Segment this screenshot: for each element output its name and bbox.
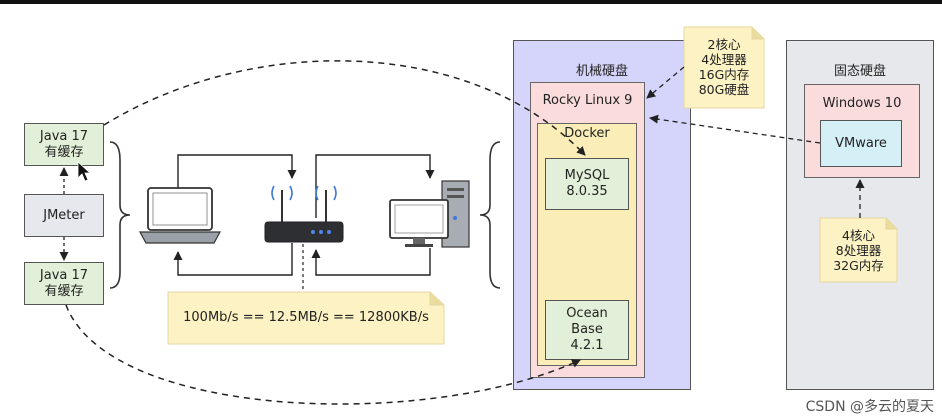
dashed-arc-bottom [65,304,581,405]
vmware-to-rocky [649,114,821,144]
bandwidth-note-text: 100Mb/s == 12.5MB/s == 12800KB/s [183,310,429,325]
vm-specs-note-text: 2核心 4处理器 16G内存 80G硬盘 [698,37,750,97]
docker-label: Docker [564,126,610,141]
mechanical-disk-title: 机械硬盘 [575,64,628,79]
oceanbase-box[interactable]: Ocean Base 4.2.1 [545,300,629,360]
rocky-linux-label: Rocky Linux 9 [542,93,633,108]
dashed-arc-top [103,60,586,156]
windows10-label: Windows 10 [822,96,902,111]
vm-specs-to-rocky [646,66,685,99]
vmware-box[interactable]: VMware [820,120,902,167]
desktop-computer-icon [389,180,470,248]
mouse-cursor-icon [77,161,92,182]
watermark: CSDN @多云的夏天 [805,399,934,415]
router-laptop-line [173,243,293,276]
vm-specs-note-shape [683,26,765,109]
left-brace [109,141,131,289]
mysql-box[interactable]: MySQL 8.0.35 [545,158,629,210]
jmeter-box[interactable]: JMeter [24,194,104,237]
desktop-router-line [311,248,431,276]
laptop-icon [138,187,222,244]
router-desktop-line [315,154,435,218]
host-specs-note-text: 4核心 8处理器 32G内存 [833,228,884,273]
host-specs-note-shape [819,217,898,283]
top-edge-bar [0,0,942,4]
java17-bottom-box[interactable]: Java 17 有缓存 [24,262,104,305]
router-icon [264,185,344,243]
right-brace [479,141,501,289]
java17-top-box[interactable]: Java 17 有缓存 [24,123,104,166]
bandwidth-note-shape [167,291,445,345]
laptop-router-line [177,154,297,193]
ssd-title: 固态硬盘 [833,64,886,79]
